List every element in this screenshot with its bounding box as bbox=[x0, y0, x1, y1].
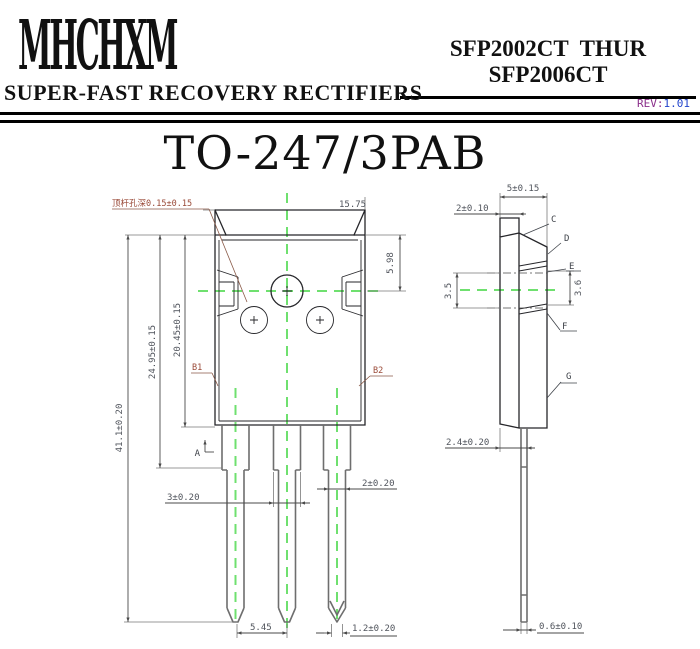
pin-hole-note-leader bbox=[112, 208, 248, 303]
extension-lines-side bbox=[453, 193, 574, 634]
dim-groove-right: 3.6 bbox=[574, 280, 584, 296]
body-inner-lines bbox=[218, 239, 362, 422]
dim-lead-tip-width: 1.2±0.20 bbox=[352, 624, 395, 634]
front-view: 顶杆孔深0.15±0.15 15.75 5.98 41.1±0.20 24.95… bbox=[112, 193, 406, 638]
dim-shoulder-lead-width: 3±0.20 bbox=[167, 493, 200, 503]
b2-leader bbox=[358, 375, 393, 387]
side-wing-slots bbox=[518, 260, 548, 315]
revision-label: REV:1.01 bbox=[637, 97, 690, 110]
dim-top-width: 15.75 bbox=[339, 200, 366, 210]
dim-tab-thickness: 2±0.10 bbox=[456, 204, 489, 214]
hole-center-crosses bbox=[250, 286, 324, 324]
centerlines-front bbox=[198, 193, 383, 630]
right-wing-notch bbox=[341, 269, 364, 317]
part-number-range: SFP2002CT THUR SFP2006CT bbox=[400, 36, 696, 99]
dim-groove-left: 3.5 bbox=[444, 283, 454, 299]
label-c: C bbox=[551, 215, 556, 225]
label-f: F bbox=[562, 322, 567, 332]
rev-number: 1.01 bbox=[663, 97, 691, 110]
dim-lead-width: 2±0.20 bbox=[362, 479, 395, 489]
ejector-pin-mark-right bbox=[306, 306, 334, 334]
rev-prefix: REV: bbox=[637, 97, 664, 110]
label-a: A bbox=[195, 449, 201, 459]
side-view: 5±0.15 2±0.10 C D E F G 3.5 3.6 2.4±0.20… bbox=[444, 184, 584, 634]
dim-line-lead-tip bbox=[316, 632, 397, 637]
package-title: TO-247/3PAB bbox=[163, 126, 487, 180]
c-leader bbox=[522, 223, 550, 236]
mounting-hole bbox=[270, 274, 304, 308]
extension-lines-front bbox=[124, 197, 406, 638]
ejector-pin-mark-left bbox=[240, 306, 268, 334]
lead-3 bbox=[322, 425, 352, 623]
tab-outline bbox=[214, 209, 366, 236]
label-g: G bbox=[566, 372, 571, 382]
lead-1 bbox=[221, 425, 250, 623]
pin-hole-note: 顶杆孔深0.15±0.15 bbox=[112, 198, 192, 209]
page-subtitle: SUPER-FAST RECOVERY RECTIFIERS bbox=[4, 80, 423, 105]
company-logo: MHCHXM bbox=[18, 4, 179, 85]
dim-lead-shoulder-thickness: 2.4±0.20 bbox=[446, 438, 489, 448]
dim-lead-tip-thickness: 0.6±0.10 bbox=[539, 622, 582, 632]
e-leader bbox=[546, 268, 581, 273]
side-groove-reference-lines bbox=[487, 272, 547, 309]
label-e: E bbox=[569, 262, 574, 272]
dim-body-thickness: 5±0.15 bbox=[507, 184, 540, 194]
dim-tab-to-center: 5.98 bbox=[386, 252, 396, 274]
label-b2: B2 bbox=[373, 366, 383, 376]
b1-leader bbox=[191, 372, 219, 387]
label-b1: B1 bbox=[192, 363, 202, 373]
left-wing-notch bbox=[216, 269, 239, 317]
g-leader bbox=[546, 381, 577, 399]
dim-shoulder-height: 24.95±0.15 bbox=[148, 325, 158, 379]
header-divider bbox=[0, 112, 700, 123]
dim-overall-height: 41.1±0.20 bbox=[115, 404, 125, 453]
body-outline bbox=[214, 234, 366, 426]
dim-lead-pitch: 5.45 bbox=[250, 623, 272, 633]
side-lead bbox=[520, 428, 528, 623]
d-leader bbox=[547, 242, 562, 255]
dim-body-height: 20.45±0.15 bbox=[173, 303, 183, 357]
f-leader bbox=[546, 312, 577, 332]
lead-2 bbox=[272, 425, 302, 623]
side-body-outline bbox=[499, 217, 548, 429]
label-d: D bbox=[564, 234, 569, 244]
